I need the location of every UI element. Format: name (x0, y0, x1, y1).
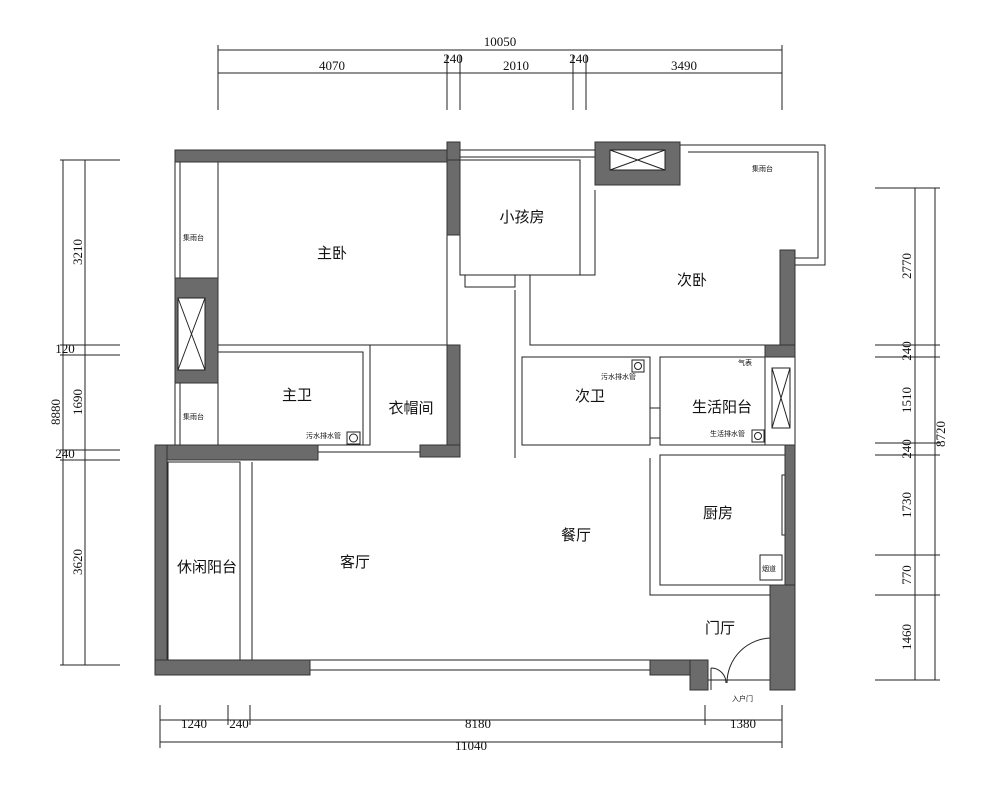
dimension-labels: 10050 4070 240 2010 240 3490 8880 3210 1… (48, 34, 948, 753)
dim-bottom-total: 11040 (455, 738, 487, 753)
dim-right: 240 (899, 439, 914, 459)
dim-right: 1510 (899, 387, 914, 413)
note-ac-platform: 集雨台 (752, 164, 773, 173)
room-outlines (162, 144, 826, 690)
note-sewage-pipe: 污水排水管 (601, 372, 636, 381)
note-sewage-pipe: 污水排水管 (306, 431, 341, 440)
walls (154, 141, 796, 691)
dim-top: 240 (443, 51, 463, 66)
room-second-bedroom: 次卧 (677, 271, 707, 289)
dim-bottom: 1240 (181, 716, 207, 731)
room-labels: 主卧 小孩房 次卧 主卫 衣帽间 次卫 生活阳台 厨房 餐厅 客厅 休闲阳台 门… (177, 208, 752, 637)
room-master-bath: 主卫 (282, 386, 312, 404)
room-kids-room: 小孩房 (499, 208, 544, 226)
room-walk-in-closet: 衣帽间 (388, 399, 433, 417)
dim-left-total: 8880 (48, 399, 63, 425)
note-ac-platform: 集雨台 (183, 412, 204, 421)
room-foyer: 门厅 (705, 619, 735, 637)
dim-top: 2010 (503, 58, 529, 73)
note-ac-platform: 集雨台 (183, 233, 204, 242)
room-dining: 餐厅 (561, 526, 591, 544)
room-living: 客厅 (340, 553, 370, 571)
dim-bottom: 8180 (465, 716, 491, 731)
dim-left: 3210 (70, 239, 85, 265)
dim-top: 3490 (671, 58, 697, 73)
dim-left: 120 (55, 341, 75, 356)
dim-right: 2770 (899, 253, 914, 279)
dim-left: 3620 (70, 549, 85, 575)
dim-left: 240 (55, 446, 75, 461)
room-master-bedroom: 主卧 (317, 244, 347, 262)
dim-right: 1460 (899, 624, 914, 650)
note-flue: 烟道 (762, 564, 776, 573)
note-gas-meter: 气表 (738, 358, 752, 367)
dim-top: 4070 (319, 58, 345, 73)
dim-right: 1730 (899, 492, 914, 518)
dim-bottom: 240 (229, 716, 249, 731)
note-entry-door: 入户门 (732, 694, 753, 703)
room-second-bath: 次卫 (575, 387, 605, 405)
dim-right: 770 (899, 565, 914, 585)
room-leisure-balcony: 休闲阳台 (177, 558, 237, 576)
fixture-notes: 集雨台 集雨台 集雨台 污水排水管 污水排水管 生活排水管 气表 烟道 入户门 (183, 164, 776, 703)
dim-right: 240 (899, 341, 914, 361)
dim-top: 240 (569, 51, 589, 66)
dim-left: 1690 (70, 389, 85, 415)
room-utility-balcony: 生活阳台 (692, 398, 752, 416)
room-kitchen: 厨房 (703, 504, 733, 522)
note-drain-pipe: 生活排水管 (710, 429, 745, 438)
dim-right-total: 8720 (933, 421, 948, 447)
dim-top-total: 10050 (484, 34, 517, 49)
dimension-lines (60, 45, 940, 748)
dim-bottom: 1380 (730, 716, 756, 731)
